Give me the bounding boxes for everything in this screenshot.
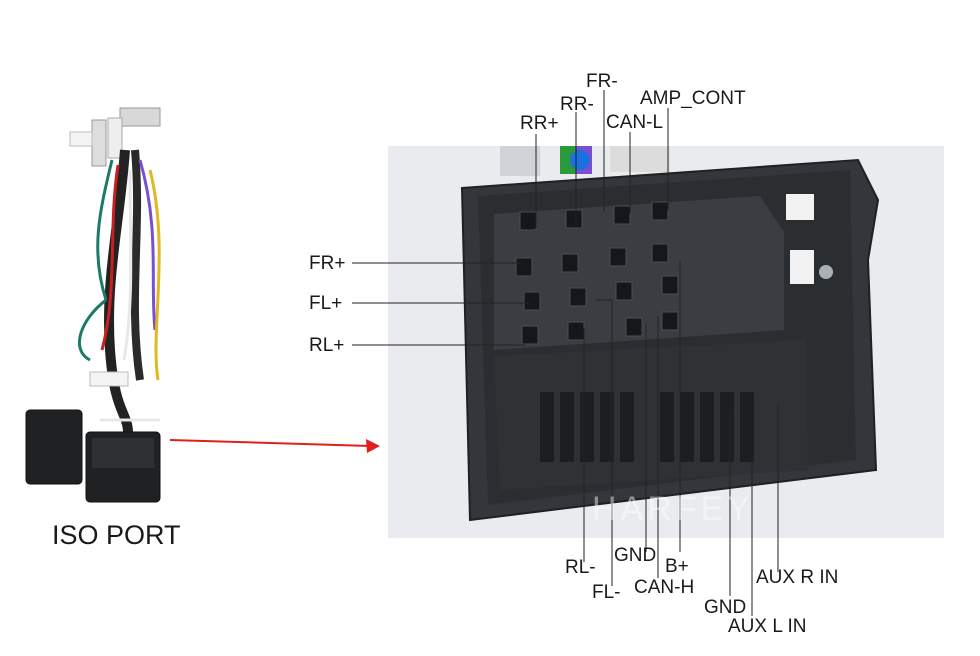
pin-label-gnd: GND xyxy=(614,545,657,566)
pin-label-gnd-aux: GND xyxy=(704,597,747,618)
pin-label-b-plus: B+ xyxy=(665,556,689,577)
wiring-harness-image xyxy=(25,107,161,503)
iso-connector-image xyxy=(460,158,880,522)
harness-caption: ISO PORT xyxy=(52,520,181,550)
pin-label-rr-plus: RR+ xyxy=(520,113,559,134)
pointer-arrow-head xyxy=(366,439,380,453)
pin-label-fr-minus: FR- xyxy=(586,71,618,92)
pin-label-rl-minus: RL- xyxy=(565,557,596,578)
cable-stub xyxy=(500,146,540,176)
leader-lines xyxy=(352,90,779,616)
pin-label-aux-r-in: AUX R IN xyxy=(756,567,839,588)
pin-label-rl-plus: RL+ xyxy=(309,335,345,356)
pin-label-amp-cont: AMP_CONT xyxy=(640,88,746,109)
pointer-arrow-line xyxy=(169,439,371,447)
pin-label-aux-l-in: AUX L IN xyxy=(728,616,807,637)
pin-label-fr-plus: FR+ xyxy=(309,253,346,274)
pin-label-fl-minus: FL- xyxy=(592,582,621,603)
pin-label-rr-minus: RR- xyxy=(560,94,594,115)
pin-label-can-l: CAN-L xyxy=(606,112,664,133)
watermark: HARFEY xyxy=(592,490,754,528)
pin-label-can-h: CAN-H xyxy=(634,577,695,598)
pin-label-fl-plus: FL+ xyxy=(309,293,343,314)
